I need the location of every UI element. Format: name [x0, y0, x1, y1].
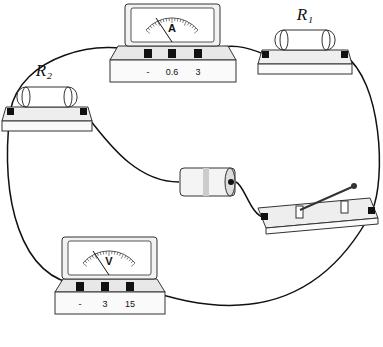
scale-tick	[177, 19, 179, 22]
scale-tick	[129, 259, 131, 261]
terminal-label: -	[147, 68, 150, 77]
scale-tick	[117, 252, 119, 255]
resistor-r2	[2, 87, 92, 131]
scale-tick	[121, 254, 123, 259]
terminal-label: 3	[195, 68, 200, 77]
scale-tick	[169, 18, 170, 21]
switch	[258, 183, 378, 234]
scale-tick	[127, 257, 129, 259]
scale-tick	[87, 259, 89, 261]
scale-tick	[148, 28, 150, 30]
terminal-label: -	[79, 300, 82, 309]
scale-tick	[152, 24, 154, 26]
scale-tick	[150, 26, 152, 28]
scale-tick	[131, 261, 133, 263]
scale-tick	[83, 263, 87, 266]
scale-tick	[183, 20, 184, 23]
resistor-label: R₁	[297, 6, 313, 23]
scale-tick	[97, 253, 98, 256]
scale-tick	[190, 24, 192, 26]
battery	[180, 168, 235, 196]
voltmeter	[55, 237, 165, 314]
scale-tick	[163, 19, 165, 22]
terminal-label: 0.6	[166, 68, 179, 77]
scale-tick	[192, 26, 194, 28]
scale-tick	[103, 252, 105, 255]
scale-tick	[114, 252, 116, 255]
terminal-label: 15	[125, 300, 135, 309]
meter-symbol: V	[105, 256, 112, 267]
scale-tick	[106, 251, 107, 254]
scale-tick	[92, 256, 94, 259]
scale-tick	[180, 19, 182, 22]
resistor-label: R₂	[36, 62, 52, 79]
scale-tick	[125, 256, 127, 259]
scale-tick	[111, 251, 112, 254]
scale-tick	[174, 18, 175, 21]
scale-tick	[166, 19, 168, 22]
terminal-label: 3	[102, 300, 107, 309]
scale-tick	[194, 30, 198, 33]
scale-tick	[188, 23, 190, 26]
scale-tick	[120, 253, 121, 256]
wires	[8, 46, 380, 305]
scale-tick	[146, 30, 150, 33]
scale-tick	[155, 23, 157, 26]
scale-tick	[160, 20, 161, 23]
scale-tick	[89, 257, 91, 259]
ammeter	[110, 4, 236, 82]
scale-tick	[194, 28, 196, 30]
scale-tick	[100, 252, 102, 255]
scale-tick	[85, 261, 87, 263]
scale-tick	[131, 263, 135, 266]
meter-symbol: A	[168, 23, 176, 34]
resistor-r1	[258, 30, 352, 74]
scale-tick	[184, 21, 186, 26]
